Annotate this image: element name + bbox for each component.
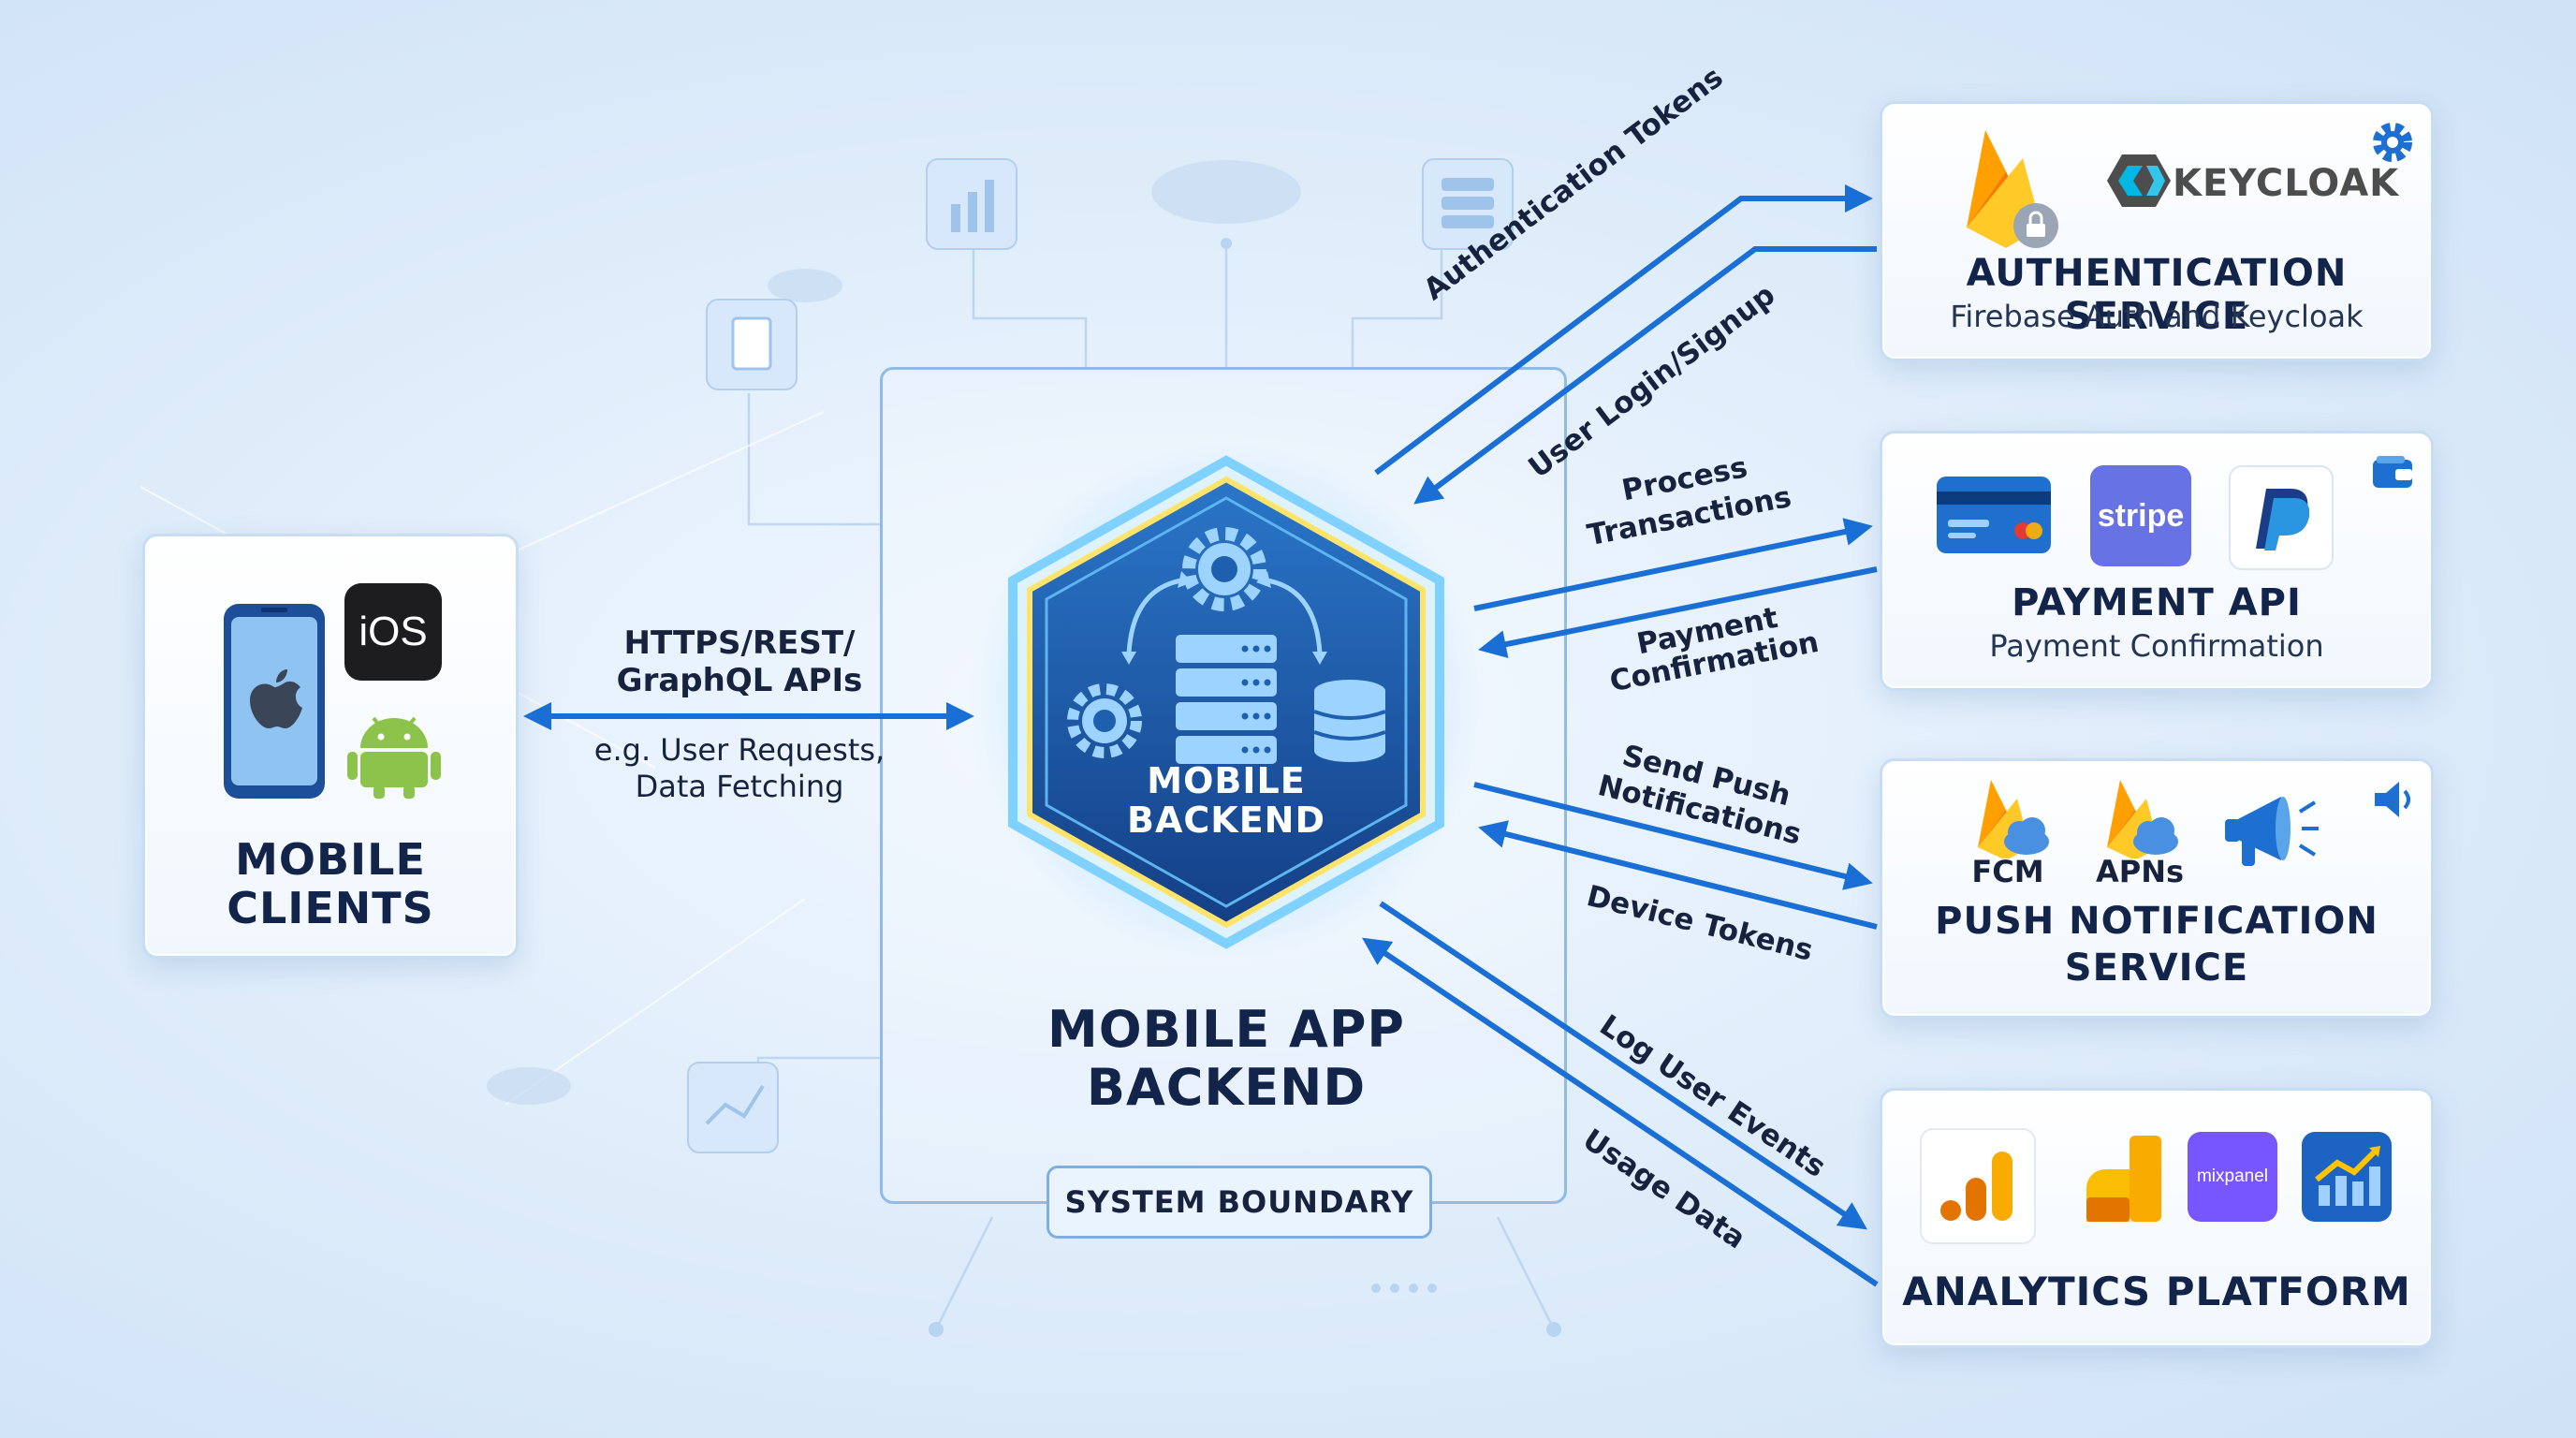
paypal-logo-tile [2229, 465, 2334, 570]
analytics-title: ANALYTICS PLATFORM [1902, 1269, 2411, 1314]
mixpanel-logo-tile: mixpanel [2188, 1132, 2277, 1222]
ios-label: iOS [359, 609, 428, 654]
backend-title-line1: MOBILE APP [1047, 1000, 1405, 1059]
stripe-logo: stripe [2097, 497, 2185, 534]
mobile-clients-title-line2: CLIENTS [227, 883, 434, 933]
analytics-card: mixpanel ANALYTICS PLATFORM [1880, 1088, 2434, 1348]
smartphone-icon [224, 604, 325, 799]
trend-chart-icon [2315, 1146, 2380, 1206]
authentication-card: KEYCLOAK AUTHENTICATION SERVICE Firebase… [1880, 101, 2434, 361]
server-icon [1176, 635, 1277, 764]
process-transactions-arrow [1473, 518, 1873, 611]
authentication-subtitle: Firebase Auth and Keycloak [1950, 299, 2364, 334]
stripe-logo-tile: stripe [2090, 465, 2191, 566]
analytics-chart-tile [2302, 1132, 2392, 1222]
system-boundary-label: SYSTEM BOUNDARY [1064, 1184, 1414, 1220]
ios-icon: iOS [344, 583, 442, 681]
wallet-icon [2373, 456, 2412, 488]
small-gear-icon [1067, 683, 1142, 758]
speaker-icon [2375, 782, 2410, 817]
fcm-label: FCM [1971, 854, 2044, 889]
credit-card-icon [1937, 477, 2051, 553]
settings-gear-icon [2373, 123, 2412, 162]
android-icon [347, 716, 441, 799]
usage-data-arrow [1362, 937, 1879, 1287]
apns-label: APNs [2095, 854, 2185, 889]
payment-subtitle: Payment Confirmation [1989, 628, 2324, 664]
push-title-line2: SERVICE [2064, 946, 2249, 990]
google-analytics-tile [1920, 1128, 2036, 1244]
protocol-label-line1: HTTPS/REST/ [623, 624, 856, 662]
paypal-icon [2256, 489, 2309, 550]
backend-title-line2: BACKEND [1086, 1058, 1367, 1117]
hexagon-label-line2: BACKEND [1126, 800, 1325, 841]
push-notification-card: FCM APNs PUSH NOTIFICATION SERVICE [1880, 758, 2434, 1019]
fcm-icon [1978, 780, 2049, 858]
payment-title: PAYMENT API [2012, 581, 2302, 624]
looker-studio-icon [2086, 1136, 2161, 1222]
keycloak-icon [2107, 154, 2171, 207]
push-title-line1: PUSH NOTIFICATION [1935, 900, 2378, 943]
example-label-line1: e.g. User Requests, [593, 732, 886, 768]
database-icon [1314, 680, 1385, 762]
firebase-icon [1967, 130, 2058, 248]
payment-confirmation-arrow [1478, 566, 1878, 658]
system-boundary-label-box: SYSTEM BOUNDARY [1046, 1166, 1432, 1239]
authentication-title: AUTHENTICATION SERVICE [1966, 252, 2348, 338]
apns-icon [2107, 780, 2178, 858]
log-events-arrow [1379, 901, 1867, 1230]
mobile-clients-title-line1: MOBILE [235, 834, 426, 885]
google-analytics-icon [1940, 1152, 2012, 1221]
auth-tokens-arrow [1374, 184, 1873, 476]
keycloak-logo: KEYCLOAK [2173, 162, 2400, 205]
login-signup-arrow [1413, 246, 1877, 505]
megaphone-icon [2225, 797, 2319, 866]
mixpanel-logo: mixpanel [2196, 1167, 2269, 1186]
example-label-line2: Data Fetching [635, 769, 844, 804]
hexagon-label-line1: MOBILE [1147, 760, 1306, 801]
backend-hexagon [969, 445, 1484, 960]
send-push-arrow [1473, 782, 1873, 890]
device-tokens-arrow [1478, 820, 1878, 930]
protocol-label-line2: GraphQL APIs [616, 662, 863, 699]
mobile-clients-card: iOS MOBILE CLIENTS [142, 534, 519, 959]
payment-card: stripe PAYMENT API Payment Confirmation [1880, 431, 2434, 691]
gear-icon [1182, 527, 1266, 611]
